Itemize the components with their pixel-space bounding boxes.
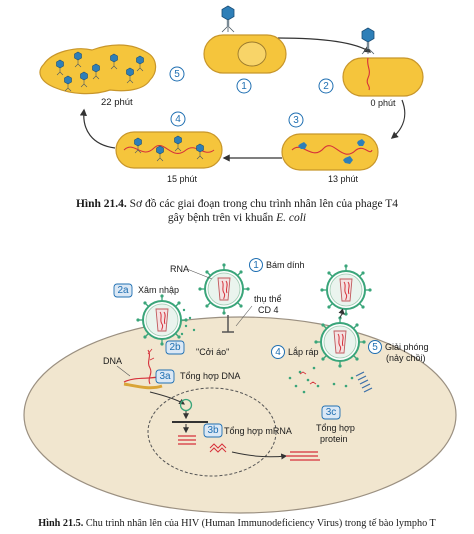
stage-3-synthesis: 3 13 phút [281, 112, 379, 184]
step-3-badge [288, 112, 304, 128]
step-4-badge: 4 [275, 347, 281, 358]
hiv-attaching-virus [197, 262, 251, 316]
step-3c-number: 3c [326, 407, 337, 418]
step-4-label: Lắp ráp [288, 347, 319, 357]
integrated-dna-ring [179, 398, 193, 412]
step-3-number: 3 [293, 115, 299, 126]
rna-label: RNA [170, 264, 189, 274]
translated-mrna [286, 451, 320, 461]
cd4-receptor [222, 315, 234, 333]
stage-2-injection: 2 0 phút [318, 27, 424, 108]
receptor-label-2: CD 4 [258, 305, 279, 315]
step-2-time: 0 phút [370, 98, 396, 108]
phage-icon [221, 5, 235, 33]
step-5-number: 5 [174, 69, 180, 80]
step-2a-number: 2a [117, 285, 129, 296]
step-4-badge [170, 111, 186, 127]
step-3c-badge [321, 405, 341, 420]
step-5-label-1: Giải phóng [385, 342, 429, 352]
step-5-label-2: (nảy chồi) [386, 353, 426, 363]
step-3c-label-2: protein [320, 434, 348, 444]
dna-label: DNA [103, 356, 122, 366]
envelope-dots [180, 308, 196, 336]
cycle-arrow-4-5 [79, 108, 116, 149]
step-2-badge [318, 78, 334, 94]
step-3b-number: 3b [207, 425, 219, 436]
caption-1-italic: E. coli [276, 212, 307, 224]
stage-1-attachment: 1 [203, 5, 287, 94]
step-4-number: 4 [175, 114, 181, 125]
receptor-label-1: thụ thể [254, 294, 282, 304]
step-1-badge: 1 [253, 260, 259, 271]
figure-21-4-caption: Hình 21.4. Sơ đồ các giai đoạn trong chu… [0, 197, 474, 225]
stage-4-assembly: 4 15 phút [115, 111, 223, 184]
step-3a-label: Tổng hợp DNA [180, 371, 240, 381]
step-2b-badge [165, 340, 185, 355]
step-2a-label: Xâm nhập [138, 285, 179, 295]
caption-1-line1: Sơ đồ các giai đoạn trong chu trình nhân… [126, 198, 399, 210]
hiv-entering-virus [135, 293, 189, 347]
step-3b-label: Tổng hợp mRNA [224, 426, 292, 436]
hiv-released-virus [319, 263, 373, 317]
figure-21-5-caption: Hình 21.5. Chu trình nhân lên của HIV (H… [0, 518, 474, 530]
cycle-arrow-2-3 [390, 99, 406, 139]
step-3a-badge [155, 369, 175, 384]
membrane-proteins [355, 371, 373, 393]
step-4-time: 15 phút [167, 174, 198, 184]
step-2-number: 2 [323, 81, 329, 92]
assembly-particles [288, 366, 320, 394]
step-3-time: 13 phút [328, 174, 359, 184]
caption-2-text: Chu trình nhân lên của HIV (Human Immuno… [83, 518, 436, 529]
step-3c-label-1: Tổng hợp [316, 423, 355, 433]
cycle-arrow-1-2 [277, 37, 372, 53]
phage-icon [361, 27, 375, 55]
step-5-badge [169, 66, 185, 82]
step-2b-number: 2b [169, 342, 181, 353]
step-5-time: 22 phút [101, 97, 133, 108]
hiv-budding-virus [313, 315, 367, 369]
step-1-number: 1 [241, 81, 247, 92]
step-1-label: Bám dính [266, 260, 305, 270]
step-2b-label: "Cởi áo" [196, 347, 229, 357]
step-3b-badge [203, 423, 223, 438]
hiv-cycle-figure: RNA 1 Bám dính thụ thể CD 4 2a Xâm nhập … [23, 258, 457, 514]
step-2a-badge [113, 283, 133, 298]
phage-cycle-figure: 1 2 0 phút 3 13 phút [39, 5, 424, 184]
stage-5-lysis: 5 [39, 44, 185, 95]
caption-2-label: Hình 21.5. [38, 518, 84, 529]
step-3a-number: 3a [159, 371, 171, 382]
caption-1-line2: gây bệnh trên vi khuẩn [167, 212, 277, 224]
step-5-badge: 5 [372, 342, 378, 353]
step-1-badge [236, 78, 252, 94]
caption-1-label: Hình 21.4. [75, 198, 127, 210]
